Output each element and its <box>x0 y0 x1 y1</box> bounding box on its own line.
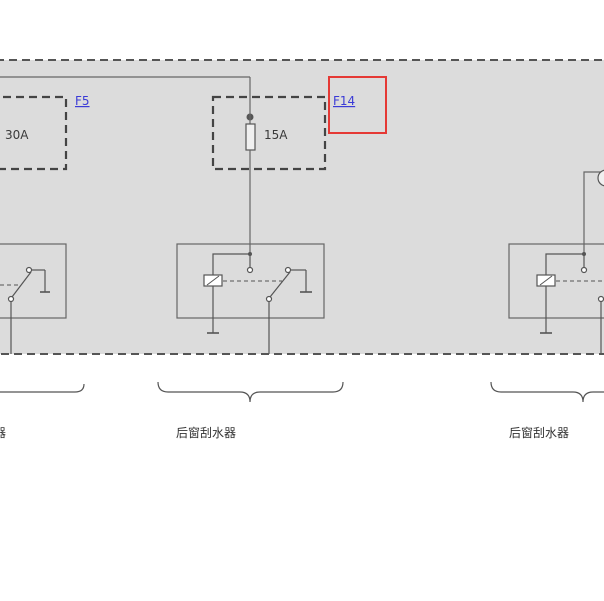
caption-right: 后窗刮水器 <box>509 426 569 440</box>
fuse-f14-element <box>245 123 256 151</box>
fuse-f5-rating: 30A <box>5 128 29 142</box>
relay-right-contact-fixed <box>580 266 588 274</box>
caption-left: 器 <box>0 426 6 440</box>
brace-middle <box>157 381 344 403</box>
relay-left-box <box>0 243 67 319</box>
relay-middle-box <box>176 243 325 319</box>
relay-right-coil-feed <box>545 253 584 275</box>
brace-left <box>0 383 85 393</box>
fuse-box-module <box>0 59 604 355</box>
relay-left-switch-arm <box>11 271 32 298</box>
relay-middle-contact-bottom <box>265 295 273 303</box>
relay-middle-coil-slash <box>206 275 220 286</box>
brace-right <box>490 381 604 403</box>
relay-right-box <box>508 243 604 319</box>
fuse-f5-box <box>0 95 68 171</box>
relay-middle-coil-feed <box>212 253 250 275</box>
fuse-f14-link[interactable]: F14 <box>333 94 355 108</box>
relay-left-contact-top <box>25 266 33 274</box>
relay-middle-contact-top <box>284 266 292 274</box>
caption-middle: 后窗刮水器 <box>176 426 236 440</box>
relay-right-feed-wire <box>583 171 604 254</box>
fuse-f14-rating: 15A <box>264 128 288 142</box>
relay-left-contact-bottom <box>7 295 15 303</box>
relay-right-fuse-terminal <box>597 169 604 187</box>
fuse-f5-link[interactable]: F5 <box>75 94 90 108</box>
relay-middle-switch-arm <box>269 271 291 298</box>
fuse-f14-box <box>211 95 327 171</box>
relay-right-coil-slash <box>539 275 553 286</box>
relay-middle-contact-fixed <box>246 266 254 274</box>
relay-right-contact-bottom <box>597 295 604 303</box>
f14-highlight-box <box>328 76 387 134</box>
